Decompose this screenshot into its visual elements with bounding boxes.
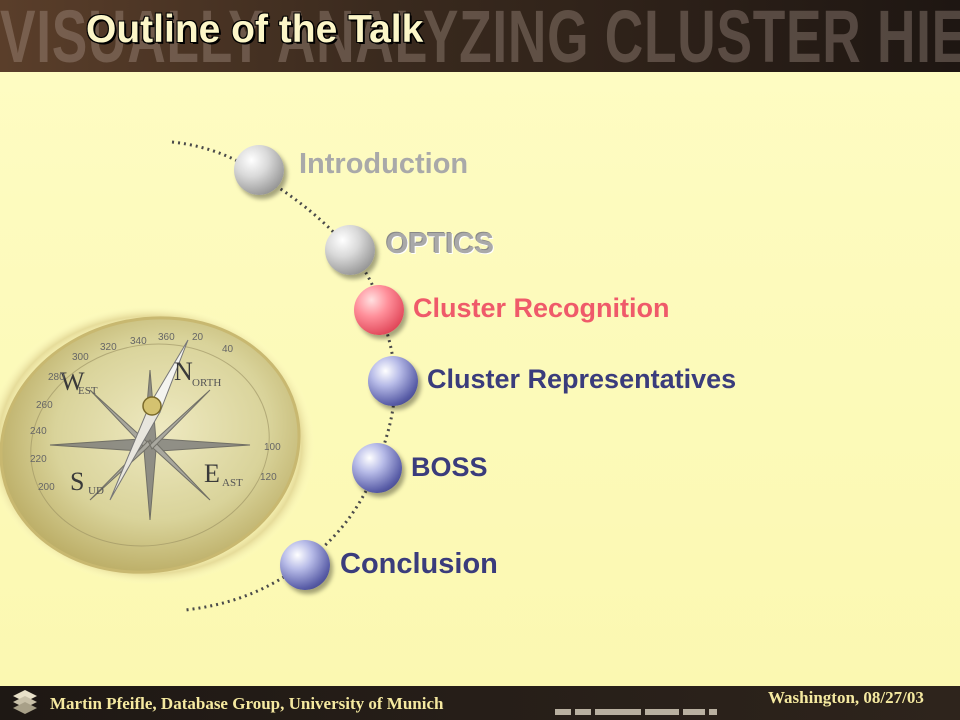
outline-item-boss: BOSS xyxy=(411,452,488,483)
stack-logo-icon xyxy=(10,688,40,716)
outline-bullet-optics xyxy=(325,225,375,275)
footer-decoration xyxy=(555,702,721,720)
footer-location-date: Washington, 08/27/03 xyxy=(768,688,924,708)
outline-bullet-boss xyxy=(352,443,402,493)
footer-bar: Martin Pfeifle, Database Group, Universi… xyxy=(0,686,960,720)
footer-author: Martin Pfeifle, Database Group, Universi… xyxy=(50,694,443,714)
outline-bullet-introduction xyxy=(234,145,284,195)
outline-bullet-cluster-recognition xyxy=(354,285,404,335)
outline-item-cluster-recognition: Cluster Recognition xyxy=(413,293,670,324)
outline-item-optics: OPTICS xyxy=(386,228,494,261)
outline-item-cluster-representatives: Cluster Representatives xyxy=(427,364,736,395)
outline-bullet-cluster-representatives xyxy=(368,356,418,406)
outline-bullet-conclusion xyxy=(280,540,330,590)
outline-item-conclusion: Conclusion xyxy=(340,548,498,581)
outline-item-introduction: Introduction xyxy=(299,148,468,181)
